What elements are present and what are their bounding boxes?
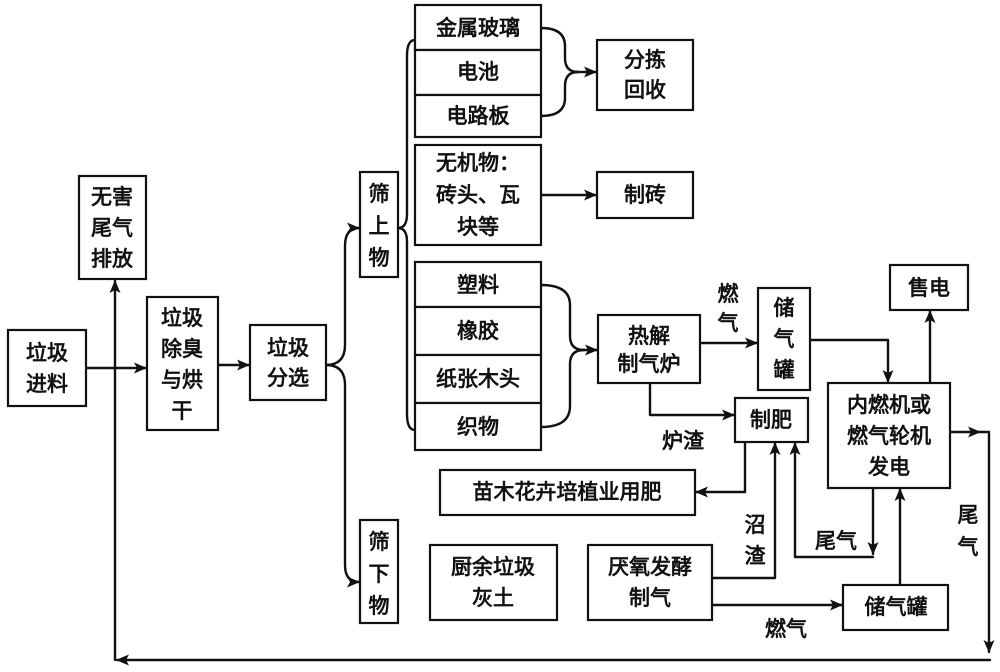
node-label: 售电 [908, 276, 950, 300]
label-fuel-gas-top: 气 [717, 311, 739, 335]
node-label: 制气炉 [618, 352, 681, 376]
node-label: 筛 [369, 530, 390, 554]
label-fuel-gas-top: 燃 [718, 282, 740, 306]
node-label: 筛 [369, 182, 390, 206]
node-label: 灰土 [472, 586, 514, 610]
node-label: 电路板 [447, 104, 511, 128]
arrow-pyrolysis-slag-to-fertilizer [648, 381, 736, 421]
node-label: 分拣 [624, 48, 666, 72]
node-label: 与烘 [161, 368, 203, 392]
brace-combustibles-bottom [539, 348, 586, 429]
node-label: 砖头、瓦 [436, 183, 520, 207]
node-label: 垃圾 [26, 341, 69, 365]
connectors [84, 26, 995, 666]
label-biogas-residue: 沼 [745, 513, 766, 537]
brace-recyclables-top [539, 26, 580, 74]
node-label: 制气 [629, 586, 671, 610]
node-label: 厌氧发酵 [608, 555, 692, 579]
node-label: 织物 [457, 415, 499, 439]
brace-oversize-down [396, 226, 417, 432]
node-label: 气 [773, 327, 795, 351]
node-sell-power: 售电 [888, 263, 970, 312]
node-gas-tank-bottom: 储气罐 [841, 583, 950, 632]
node-inorganic: 无机物： 砖头、瓦 块等 [413, 143, 543, 247]
node-label: 燃气轮机 [847, 424, 931, 448]
node-oversize: 筛 上 物 [358, 170, 400, 279]
node-label: 上 [369, 214, 390, 238]
node-deodorize-dry: 垃圾 除臭 与烘 干 [145, 295, 220, 432]
node-label: 发电 [867, 455, 910, 479]
arrow-exhaust-to-fertilizer [789, 441, 875, 559]
node-paper-wood: 纸张木头 [413, 353, 543, 405]
node-kitchen-waste: 厨余垃圾 灰土 [428, 543, 559, 622]
arrow-biogas-residue-to-fertilizer [710, 441, 781, 580]
label-exhaust-right: 气 [957, 535, 979, 559]
node-label: 制肥 [750, 408, 792, 432]
node-label: 储 [774, 296, 795, 320]
brace-oversize-up [396, 38, 417, 230]
arrow-fertilizer-to-nursery [694, 440, 747, 498]
label-fuel-gas-bottom: 燃气 [765, 617, 807, 641]
node-label: 储气罐 [865, 595, 928, 619]
node-circuit-board: 电路板 [413, 93, 543, 139]
node-label: 分选 [267, 366, 309, 390]
node-label: 橡胶 [457, 319, 499, 343]
node-label: 罐 [773, 358, 795, 382]
node-pyrolysis-furnace: 热解 制气炉 [596, 313, 702, 385]
node-harmless-exhaust-release: 无害 尾气 排放 [77, 174, 148, 281]
label-exhaust-right: 尾 [958, 503, 979, 527]
node-plastic: 塑料 [413, 260, 543, 309]
node-label: 电池 [457, 60, 499, 84]
node-undersize: 筛 下 物 [358, 518, 400, 625]
node-label: 苗木花卉培植业用肥 [473, 480, 662, 504]
node-garbage-sorting: 垃圾 分选 [248, 323, 328, 402]
node-gas-tank-top: 储 气 罐 [756, 286, 812, 392]
node-label: 无机物： [436, 151, 520, 175]
node-anaerobic-fermentation: 厌氧发酵 制气 [586, 543, 714, 622]
node-label: 内燃机或 [847, 393, 931, 417]
node-generator: 内燃机或 燃气轮机 发电 [826, 381, 952, 490]
label-exhaust-to-fertilizer: 尾气 [815, 529, 857, 553]
node-label: 进料 [26, 372, 68, 396]
label-biogas-residue: 渣 [745, 544, 767, 568]
brace-sorting-to-oversize [324, 222, 361, 367]
node-metal-glass: 金属玻璃 [413, 3, 543, 52]
node-label: 排放 [91, 247, 134, 271]
arrow-gas-tank-to-generator [808, 338, 894, 384]
brace-combustibles-top [539, 283, 586, 352]
node-garbage-feed: 垃圾 进料 [6, 328, 88, 408]
brace-sorting-to-undersize [324, 363, 361, 588]
brace-recyclables-bottom [539, 70, 580, 118]
arrow-exhaust-down-right [978, 430, 995, 654]
node-label: 制砖 [624, 183, 666, 207]
node-label: 厨余垃圾 [451, 555, 536, 579]
label-slag: 炉渣 [662, 429, 705, 453]
node-label: 尾气 [91, 216, 133, 240]
node-label: 金属玻璃 [435, 16, 520, 40]
node-label: 垃圾 [267, 336, 310, 360]
node-rubber: 橡胶 [413, 305, 543, 357]
node-fabric: 织物 [413, 401, 543, 452]
node-label: 块等 [457, 215, 499, 239]
node-label: 干 [172, 399, 193, 423]
edge-labels: 燃 气 炉渣 沼 渣 尾气 尾 气 燃气 [662, 282, 979, 641]
node-sort-recycle: 分拣 回收 [595, 38, 695, 112]
node-battery: 电池 [413, 48, 543, 97]
node-label: 塑料 [457, 273, 499, 297]
node-label: 无害 [91, 185, 133, 209]
node-nursery-fertilizer: 苗木花卉培植业用肥 [438, 468, 697, 517]
node-fertilizer: 制肥 [733, 396, 810, 444]
node-label: 回收 [624, 78, 666, 102]
node-label: 热解 [628, 324, 670, 348]
node-label: 物 [369, 594, 390, 618]
node-label: 除臭 [161, 337, 203, 361]
node-label: 垃圾 [161, 306, 204, 330]
node-label: 物 [369, 246, 390, 270]
node-label: 纸张木头 [436, 367, 520, 391]
node-label: 下 [369, 562, 390, 586]
node-brick-making: 制砖 [595, 170, 695, 220]
